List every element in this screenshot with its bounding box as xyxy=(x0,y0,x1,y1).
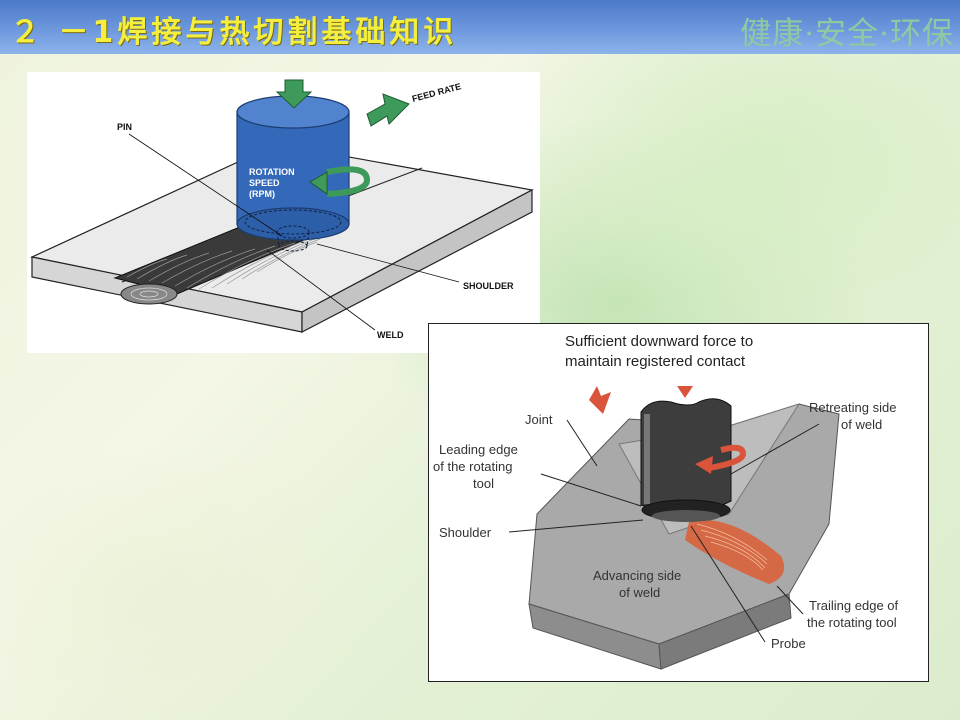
trailing-label-1: Trailing edge of xyxy=(809,598,899,613)
detail-rotating-tool xyxy=(640,398,732,522)
feed-rate-arrow-icon xyxy=(366,93,410,127)
pin-label: PIN xyxy=(117,122,132,132)
weld-label: WELD xyxy=(377,330,404,340)
rotation-arrow-icon xyxy=(309,166,371,197)
feed-rate-label: FEED RATE xyxy=(411,81,462,104)
shoulder-label: SHOULDER xyxy=(463,281,514,291)
leading-label-1: Leading edge xyxy=(439,442,518,457)
downward-force-arrow-icon xyxy=(275,79,313,109)
detail-title-line2: maintain registered contact xyxy=(565,353,746,370)
fsw-detail-diagram: Sufficient downward force to maintain re… xyxy=(428,323,929,682)
slogan: 健康·安全·环保 xyxy=(740,16,954,52)
fsw-schematic-svg: ROTATION SPEED (RPM) FEED RATE PIN SHOUL… xyxy=(30,79,534,340)
rotation-label-2: SPEED xyxy=(249,178,280,188)
slide-title: ２ －1焊接与热切割基础知识 xyxy=(10,15,458,50)
leading-label-3: tool xyxy=(473,476,494,491)
fsw-detail-svg: Sufficient downward force to maintain re… xyxy=(433,333,899,670)
fsw-schematic: ROTATION SPEED (RPM) FEED RATE PIN SHOUL… xyxy=(27,72,540,353)
detail-title-line1: Sufficient downward force to xyxy=(565,333,753,350)
probe-label: Probe xyxy=(771,636,806,651)
retreating-label-2: of weld xyxy=(841,417,882,432)
advancing-label-1: Advancing side xyxy=(593,568,681,583)
retreating-label-1: Retreating side xyxy=(809,400,896,415)
detail-leader-lines xyxy=(508,419,820,643)
rotation-label-1: ROTATION xyxy=(249,167,295,177)
joint-label: Joint xyxy=(525,412,553,427)
shoulder-detail-label: Shoulder xyxy=(439,525,492,540)
title-bar: ２ －1焊接与热切割基础知识 健康·安全·环保 xyxy=(0,0,960,54)
detail-travel-arrow-icon xyxy=(589,386,611,414)
leading-label-2: of the rotating xyxy=(433,459,513,474)
detail-rotation-arrow-icon xyxy=(695,444,747,474)
trailing-label-2: the rotating tool xyxy=(807,615,897,630)
detail-down-arrow-icon xyxy=(677,386,693,398)
leader-lines xyxy=(128,133,460,331)
rotating-tool: ROTATION SPEED (RPM) xyxy=(236,95,350,252)
detail-weld-zone xyxy=(685,520,785,584)
rotation-label-3: (RPM) xyxy=(249,189,275,199)
advancing-label-2: of weld xyxy=(619,585,660,600)
